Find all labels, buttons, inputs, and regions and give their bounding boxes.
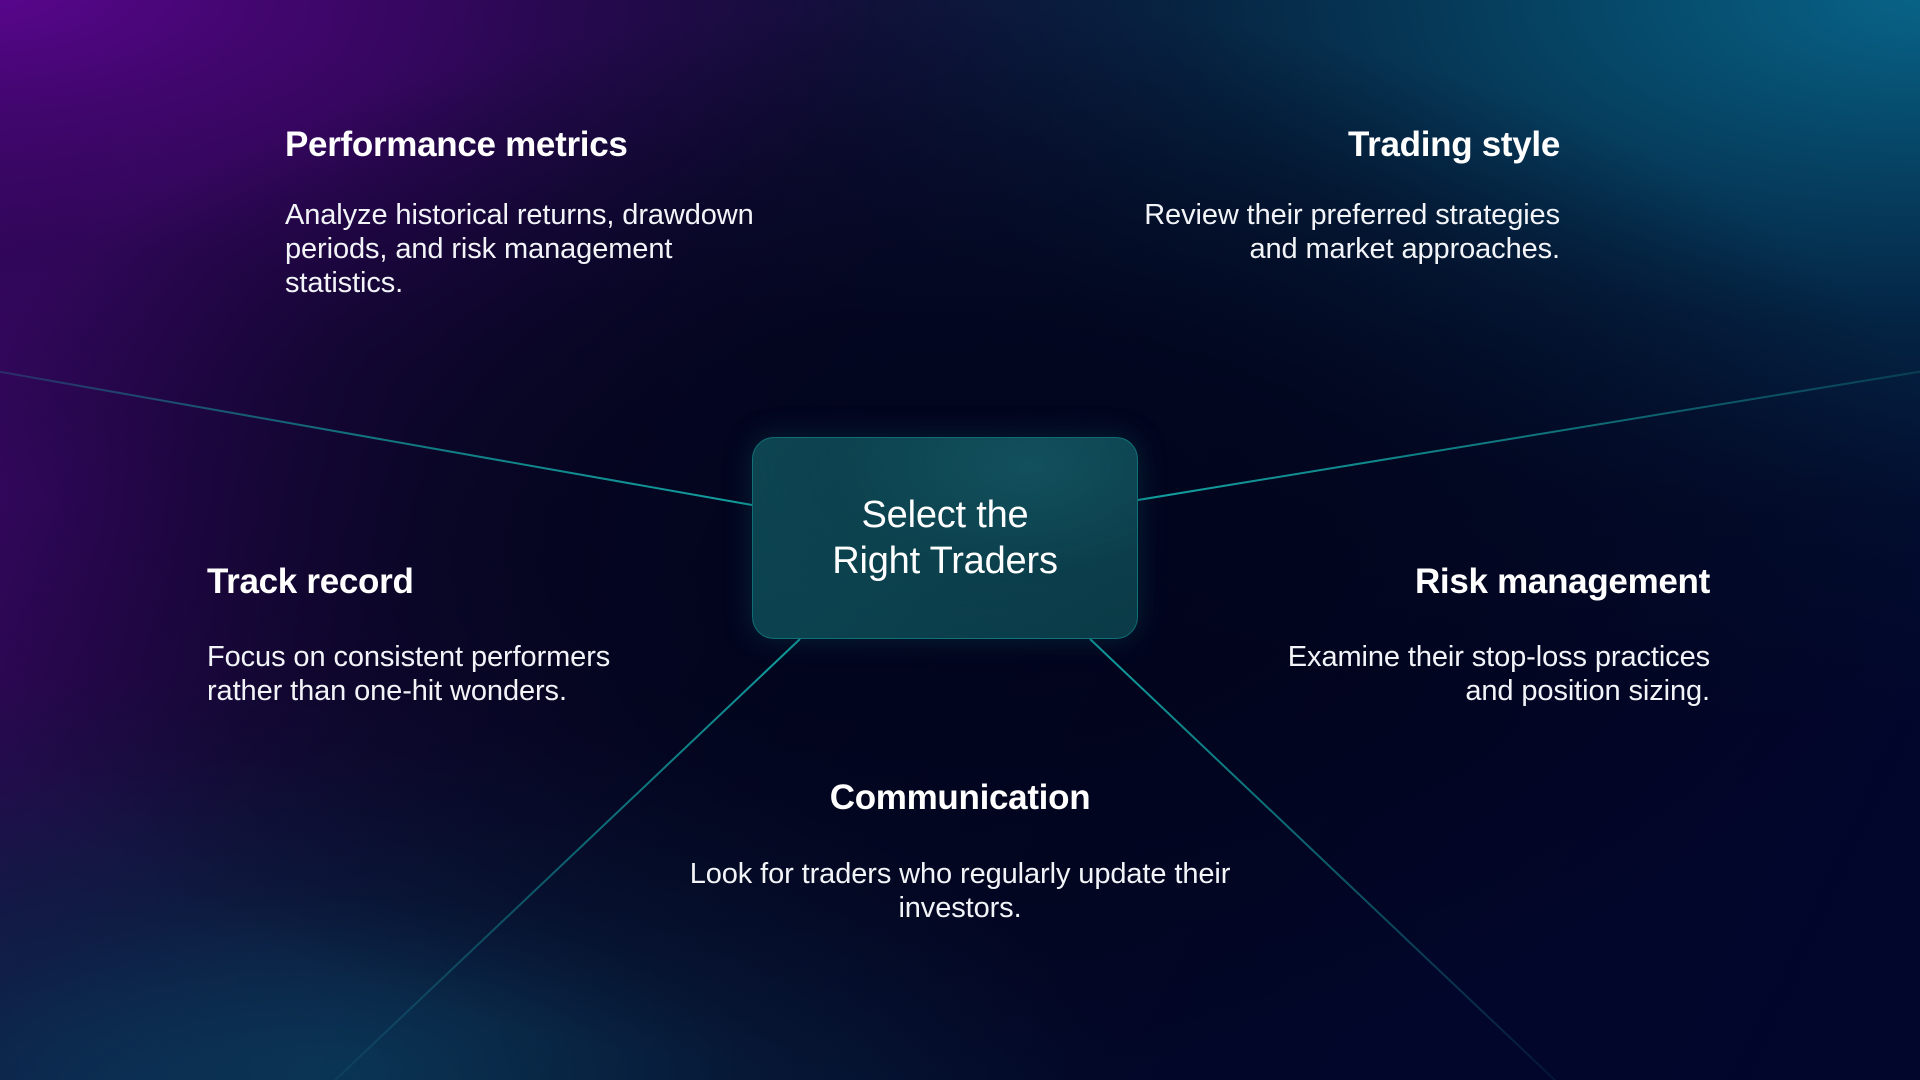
node-risk-management-description: Examine their stop-loss practices and po… [1287, 640, 1710, 707]
connector-upper-right [1137, 370, 1920, 501]
node-trading-style[interactable]: Trading style Review their preferred str… [1100, 125, 1560, 266]
node-performance-metrics-title: Performance metrics [285, 125, 628, 164]
node-communication[interactable]: Communication Look for traders who regul… [670, 778, 1250, 925]
connector-lower-right [1089, 638, 1557, 1080]
node-trading-style-title: Trading style [1348, 125, 1560, 164]
node-performance-metrics[interactable]: Performance metrics Analyze historical r… [285, 125, 795, 300]
node-communication-title: Communication [829, 778, 1091, 817]
connector-upper-left [0, 370, 753, 506]
node-performance-metrics-description: Analyze historical returns, drawdown per… [285, 198, 754, 300]
connector-lower-left [333, 638, 801, 1080]
node-risk-management-title: Risk management [1414, 562, 1710, 601]
center-node-card[interactable]: Select the Right Traders [752, 437, 1138, 639]
node-track-record-description: Focus on consistent performers rather th… [207, 640, 611, 707]
center-node-title: Select the Right Traders [832, 493, 1058, 582]
node-communication-description: Look for traders who regularly update th… [689, 857, 1231, 924]
node-risk-management[interactable]: Risk management Examine their stop-loss … [1280, 562, 1711, 708]
node-trading-style-description: Review their preferred strategies and ma… [1144, 198, 1560, 265]
node-track-record-title: Track record [207, 562, 414, 601]
node-track-record[interactable]: Track record Focus on consistent perform… [207, 562, 627, 708]
